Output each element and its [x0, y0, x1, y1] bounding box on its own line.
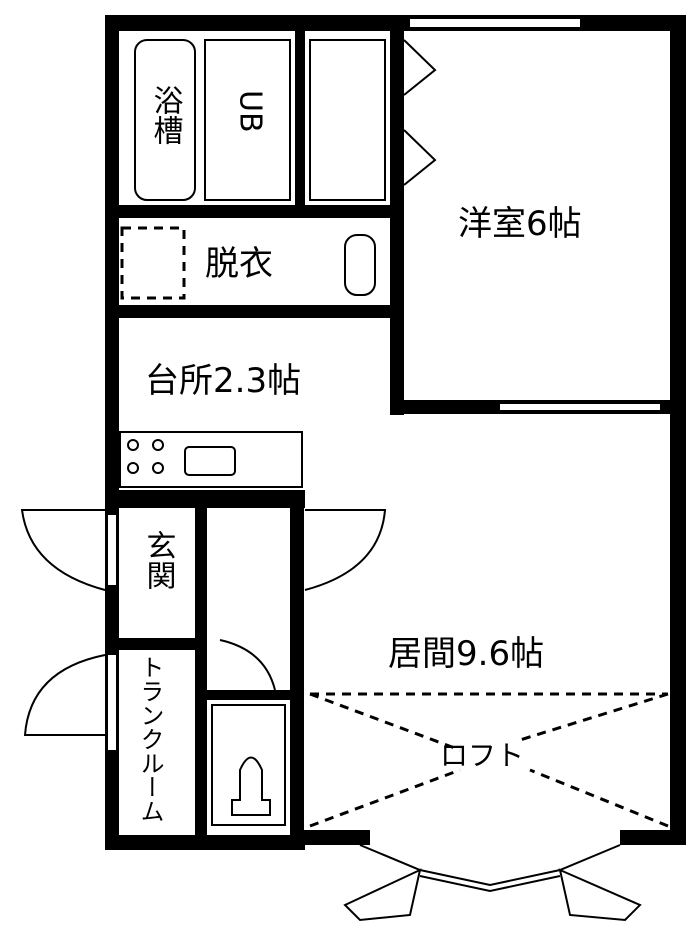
entrance-door [20, 509, 106, 591]
closet-doors [403, 39, 437, 186]
trunk-room-label: トランクルーム [136, 655, 164, 823]
toilet-icon [231, 756, 271, 816]
washer-space [120, 226, 186, 300]
kitchen-label: 台所2.3帖 [145, 361, 301, 401]
living-door [304, 509, 387, 591]
dressing-label: 脱衣 [205, 244, 273, 284]
toilet-door [219, 639, 276, 691]
bathtub-label: 浴槽 [148, 85, 184, 145]
walls [105, 15, 686, 850]
sink [344, 234, 376, 296]
loft-label: ロフト [440, 739, 524, 772]
entrance-label: 玄関 [141, 530, 176, 590]
trunk-door [23, 654, 106, 736]
western-room-label: 洋室6帖 [458, 204, 582, 244]
bay-window [343, 844, 642, 922]
unit-bath-label: UB [233, 90, 268, 133]
living-label: 居間9.6帖 [388, 634, 544, 674]
kitchen-sink [184, 446, 236, 476]
loft-outline [309, 692, 669, 828]
bathtub [134, 39, 196, 201]
kitchen-counter [119, 431, 303, 488]
